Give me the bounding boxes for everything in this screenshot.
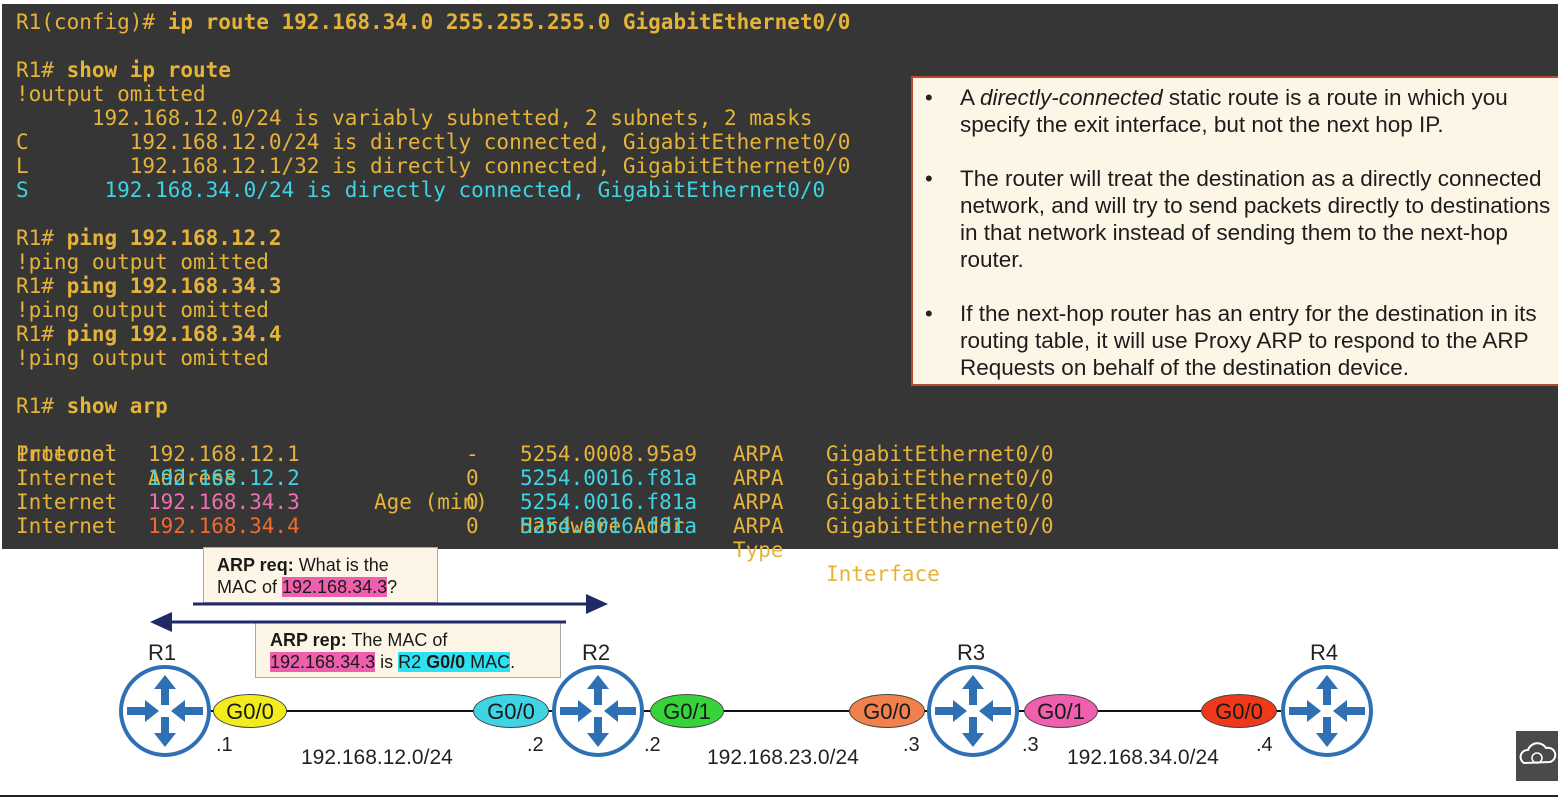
arp-header-hw: Hardware Addr: [520, 514, 685, 538]
arp-cell-age: 0: [466, 514, 479, 538]
notes-box: • A directly-connected static route is a…: [911, 76, 1558, 386]
arp-request-arrowhead: [586, 594, 608, 614]
arp-header-type: Type: [733, 538, 784, 562]
arp-table-header: Protocol Address Age (min) Hardware Addr…: [16, 418, 940, 610]
arp-cell-hw: 5254.0016.f81a: [520, 466, 698, 490]
r1-g0-0-interface[interactable]: G0/0: [213, 694, 287, 728]
route-line-static: S 192.168.34.0/24 is directly connected,…: [16, 178, 826, 202]
host-id: .4: [1256, 734, 1273, 756]
arp-cell-protocol: Internet: [16, 466, 118, 490]
route-line: !output omitted: [16, 82, 206, 106]
note-directly-connected: A directly-connected static route is a r…: [960, 85, 1508, 137]
arp-cell-hw: 5254.0016.f81a: [520, 490, 698, 514]
arp-cell-iface: GigabitEthernet0/0: [826, 490, 1054, 514]
r4-g0-0-interface[interactable]: G0/0: [1201, 694, 1277, 728]
router-4-icon[interactable]: [1281, 665, 1373, 757]
arp-cell-address: 192.168.34.3: [148, 490, 300, 514]
arp-cell-type: ARPA: [733, 466, 784, 490]
ping-output: !ping output omitted: [16, 298, 269, 322]
arp-cell-type: ARPA: [733, 514, 784, 538]
bullet-marker: •: [925, 301, 933, 326]
host-id: .3: [903, 734, 920, 756]
router-label-r4: R4: [1310, 640, 1339, 665]
arp-header-address: Address: [148, 466, 237, 490]
arp-req-ip: 192.168.34.3: [282, 577, 388, 597]
arp-cell-hw: 5254.0016.f81a: [520, 514, 698, 538]
router-label-r3: R3: [957, 640, 986, 665]
terminal-line-ping: R1# ping 192.168.12.2: [16, 226, 282, 250]
host-id: .2: [644, 734, 661, 756]
cloud-router-icon: [1516, 731, 1558, 781]
arp-cell-iface: GigabitEthernet0/0: [826, 466, 1054, 490]
r3-g0-0-interface[interactable]: G0/0: [849, 694, 925, 728]
host-id: .1: [216, 734, 233, 756]
ping-output: !ping output omitted: [16, 250, 269, 274]
arp-cell-age: 0: [466, 490, 479, 514]
arp-header-protocol: Protocol: [16, 442, 118, 466]
arp-cell-type: ARPA: [733, 490, 784, 514]
note-treat-destination: The router will treat the destination as…: [960, 166, 1551, 272]
arp-cell-hw: 5254.0008.95a9: [520, 442, 698, 466]
subnet-label: 192.168.34.0/24: [1067, 746, 1219, 769]
router-1-icon[interactable]: [119, 665, 211, 757]
arp-reply-arrowhead: [150, 612, 172, 632]
bottom-divider: [0, 795, 1558, 797]
arp-cell-iface: GigabitEthernet0/0: [826, 442, 1054, 466]
arp-cell-iface: GigabitEthernet0/0: [826, 514, 1054, 538]
terminal-line-ping: R1# ping 192.168.34.4: [16, 322, 282, 346]
arp-cell-type: ARPA: [733, 442, 784, 466]
arp-rep-r2-mac: R2 G0/0 MAC: [398, 652, 511, 672]
route-line: 192.168.12.0/24 is variably subnetted, 2…: [16, 106, 813, 130]
router-3-icon[interactable]: [927, 665, 1019, 757]
arp-cell-protocol: Internet: [16, 514, 118, 538]
bullet-marker: •: [925, 166, 933, 191]
terminal-line-show-arp: R1# show arp: [16, 394, 168, 418]
subnet-label: 192.168.12.0/24: [301, 746, 453, 769]
arp-cell-address: 192.168.34.4: [148, 514, 300, 538]
r2-g0-1-interface[interactable]: G0/1: [650, 694, 724, 728]
router-label-r1: R1: [148, 640, 177, 665]
arp-cell-protocol: Internet: [16, 442, 118, 466]
ping-output: !ping output omitted: [16, 346, 269, 370]
terminal-line-ip-route: R1(config)# ip route 192.168.34.0 255.25…: [16, 10, 851, 34]
router-label-r2: R2: [582, 640, 611, 665]
arp-cell-address: 192.168.12.2: [148, 466, 300, 490]
arp-header-interface: Interface: [826, 562, 940, 586]
route-line: L 192.168.12.1/32 is directly connected,…: [16, 154, 851, 178]
arp-cell-age: -: [466, 442, 479, 466]
arp-cell-address: 192.168.12.1: [148, 442, 300, 466]
bullet-marker: •: [925, 85, 933, 110]
r2-g0-0-interface[interactable]: G0/0: [473, 694, 549, 728]
arp-rep-ip: 192.168.34.3: [270, 652, 376, 672]
host-id: .2: [527, 734, 544, 756]
note-proxy-arp: If the next-hop router has an entry for …: [960, 301, 1537, 380]
arp-reply-callout: ARP rep: The MAC of 192.168.34.3 is R2 G…: [255, 622, 561, 678]
arp-cell-protocol: Internet: [16, 490, 118, 514]
route-line: C 192.168.12.0/24 is directly connected,…: [16, 130, 851, 154]
r3-g0-1-interface[interactable]: G0/1: [1024, 694, 1098, 728]
subnet-label: 192.168.23.0/24: [707, 746, 859, 769]
arp-cell-age: 0: [466, 466, 479, 490]
arp-header-age: Age (min): [374, 490, 488, 514]
terminal-line-show-ip-route: R1# show ip route: [16, 58, 231, 82]
host-id: .3: [1022, 734, 1039, 756]
router-2-icon[interactable]: [552, 665, 644, 757]
terminal-line-ping: R1# ping 192.168.34.3: [16, 274, 282, 298]
